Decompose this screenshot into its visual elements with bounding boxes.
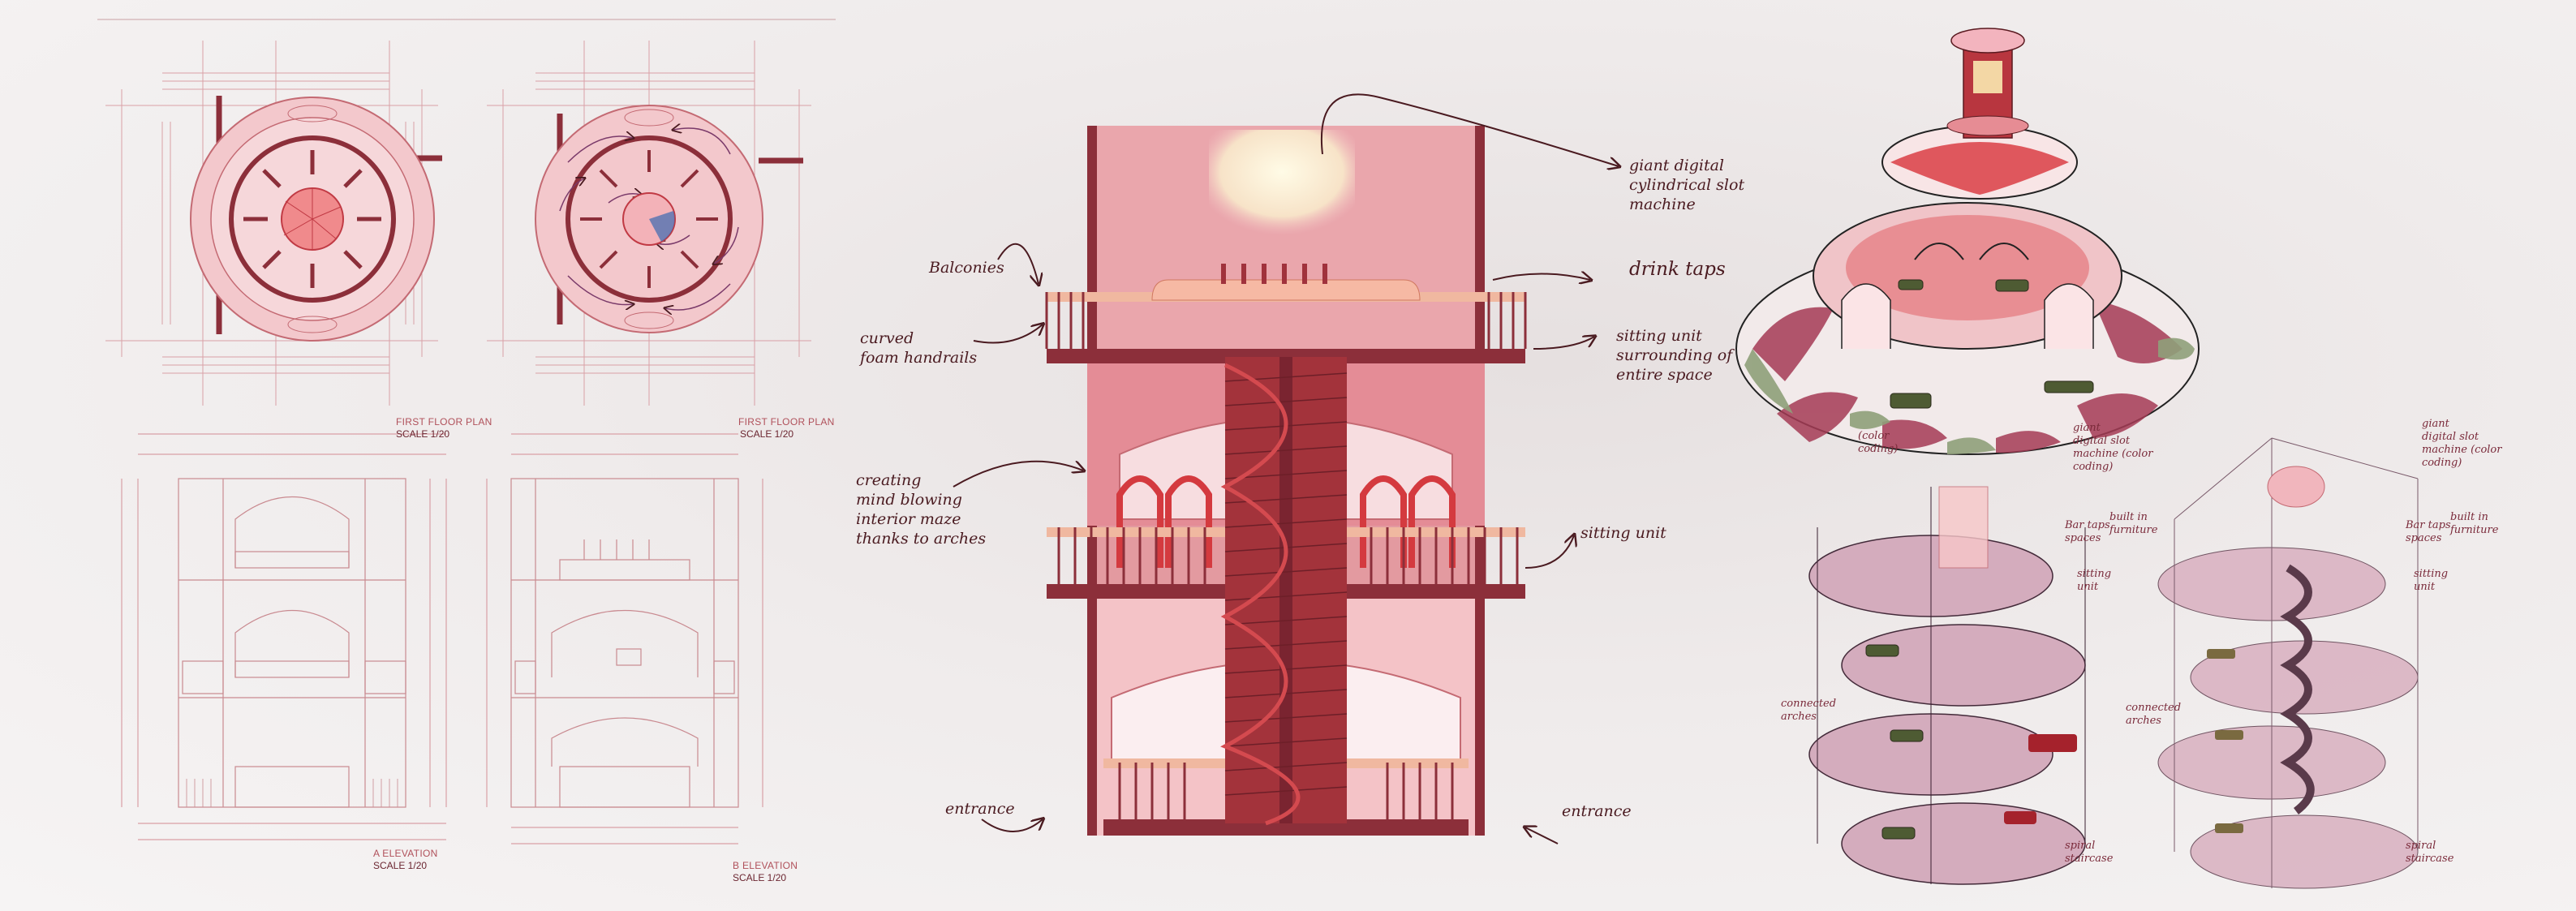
axo2-note-sitting-unit: sitting unit	[2414, 568, 2449, 593]
a-elevation-scale: SCALE 1/20	[373, 860, 428, 871]
note-sitting-unit: sitting unit	[1580, 524, 1666, 542]
axo-note-giant-slot: giant digital slot machine (color coding…	[2073, 422, 2153, 473]
section-drawing	[1045, 126, 1527, 836]
axo-note-built-in: built in furniture	[2109, 511, 2158, 536]
arrow-icon	[1533, 337, 1594, 350]
arrow-icon	[1320, 93, 1619, 166]
axo2-note-connected-arches: connected arches	[2126, 702, 2182, 727]
axo-note-spiral-staircase: spiral staircase	[2065, 840, 2114, 865]
a-elevation-title: A ELEVATION	[373, 848, 438, 859]
note-drink-taps: drink taps	[1629, 259, 1726, 280]
axo2-note-spiral-staircase: spiral staircase	[2406, 840, 2454, 865]
arrow-icon	[1525, 535, 1574, 569]
arrow-icon	[1525, 827, 1559, 844]
axo-note-sitting-unit: sitting unit	[2077, 568, 2112, 593]
axo-note-color-coding: (color coding)	[1858, 430, 1899, 455]
arrow-icon	[953, 460, 1083, 488]
note-curved-handrails: curved foam handrails	[860, 329, 978, 367]
arrow-icon	[973, 324, 1043, 344]
note-entrance-right: entrance	[1562, 802, 1632, 820]
note-balconies: Balconies	[929, 259, 1004, 277]
floor-plan-1	[105, 41, 442, 406]
axo-note-bar-taps: Bar taps spaces	[2065, 519, 2110, 544]
axo-note-connected-arches: connected arches	[1781, 698, 1837, 723]
axo2-note-built-in: built in furniture	[2450, 511, 2499, 536]
section-arrows	[953, 93, 1619, 844]
floor-plan-2	[487, 41, 811, 406]
first-floor-plan-2-title: FIRST FLOOR PLAN	[738, 416, 835, 428]
drink-taps	[1221, 264, 1327, 284]
elevation-b	[486, 433, 763, 844]
first-floor-plan-2-scale: SCALE 1/20	[740, 428, 794, 440]
arrow-icon	[997, 243, 1039, 284]
first-floor-plan-1-title: FIRST FLOOR PLAN	[396, 416, 492, 428]
note-giant-slot-machine: giant digital cylindrical slot machine	[1629, 157, 1745, 213]
note-interior-maze: creating mind blowing interior maze than…	[856, 471, 987, 548]
arrow-icon	[1492, 274, 1590, 281]
axonometric-main	[1735, 28, 2200, 885]
axo2-note-giant-slot: giant digital slot machine (color coding…	[2422, 418, 2502, 469]
spiral-staircase	[1220, 357, 1348, 826]
b-elevation-scale: SCALE 1/20	[733, 872, 787, 883]
axo2-note-bar-taps: Bar taps spaces	[2406, 519, 2451, 544]
b-elevation-title: B ELEVATION	[733, 860, 798, 871]
axonometric-secondary	[2157, 437, 2419, 889]
first-floor-plan-1-scale: SCALE 1/20	[396, 428, 450, 440]
note-sitting-unit-surrounding: sitting unit surrounding of entire space	[1616, 327, 1733, 384]
elevation-a	[121, 433, 447, 840]
note-entrance-left: entrance	[945, 800, 1015, 818]
arrow-icon	[981, 819, 1043, 832]
